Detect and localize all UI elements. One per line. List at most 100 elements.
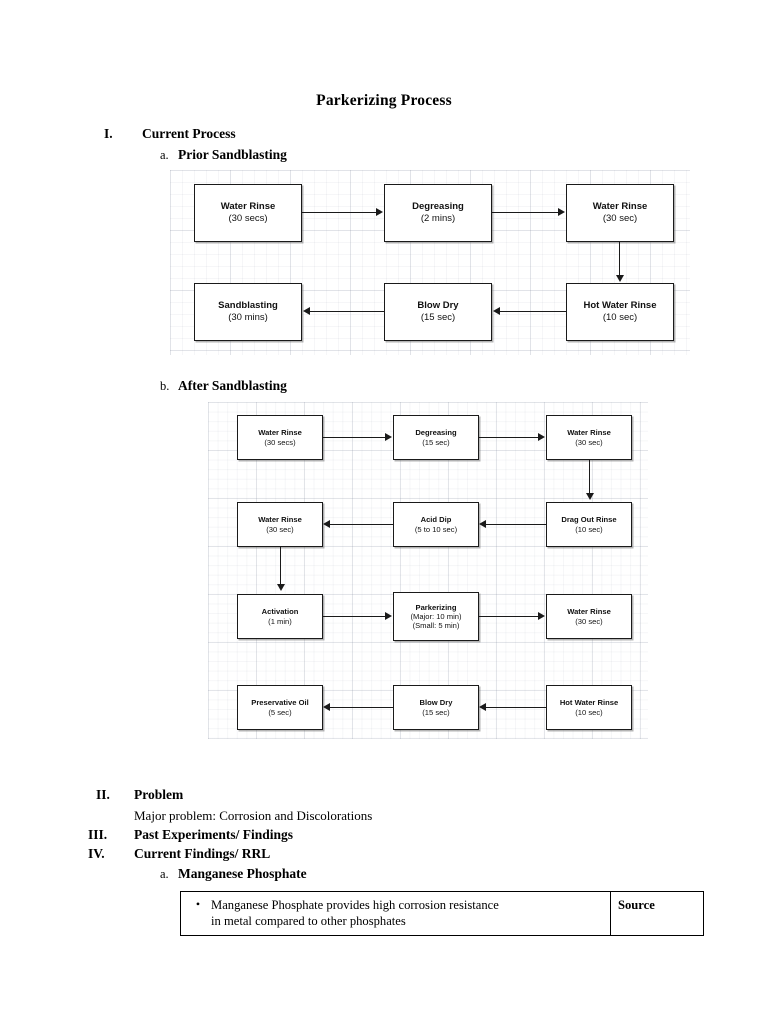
connector-a7-a8 [323,616,386,618]
node-title: Blow Dry [417,300,459,312]
node-duration: (15 sec) [422,707,450,717]
node-title: Degreasing [415,428,457,438]
connector-a8-a9 [479,616,539,618]
flow-node-preservative-oil: Preservative Oil (5 sec) [237,685,323,730]
arrowhead-a10-a11-icon [479,703,486,711]
outline-label-current-findings: Current Findings/ RRL [134,846,271,861]
connector-p2-p3 [492,212,559,214]
node-duration: (15 sec) [422,437,450,447]
findings-table: • Manganese Phosphate provides high corr… [180,890,704,937]
flow-node-degreasing: Degreasing (15 sec) [393,415,479,460]
node-duration: (1 min) [268,616,292,626]
node-title: Water Rinse [258,515,302,525]
bullet-icon: • [195,897,201,911]
outline-numeral-iii: III. [88,827,108,842]
node-title: Activation [261,607,299,617]
arrowhead-a5-a6-icon [323,520,330,528]
flow-node-hot-water-rinse: Hot Water Rinse (10 sec) [546,685,632,730]
flow-node-water-rinse-1: Water Rinse (30 secs) [237,415,323,460]
arrowhead-p4-p5-icon [493,307,500,315]
arrowhead-a6-a7-icon [277,584,285,591]
node-title: Acid Dip [420,515,452,525]
table-cell-source: Source [610,890,704,937]
arrowhead-a3-a4-icon [586,493,594,500]
arrowhead-a2-a3-icon [538,433,545,441]
subheading-marker-b: b. [160,379,170,393]
flow-node-degreasing: Degreasing (2 mins) [384,184,492,242]
node-title: Preservative Oil [251,698,309,708]
node-title: Sandblasting [218,300,278,312]
node-duration: (5 to 10 sec) [414,524,458,534]
node-duration: (30 sec) [575,616,603,626]
node-title: Hot Water Rinse [583,300,657,312]
subheading-label-prior-sandblasting: Prior Sandblasting [178,147,287,162]
node-title: Water Rinse [567,428,611,438]
table-cell-claim: • Manganese Phosphate provides high corr… [180,890,611,937]
flow-node-sandblasting: Sandblasting (30 mins) [194,283,302,341]
page-title: Parkerizing Process [316,92,452,109]
arrowhead-a11-a12-icon [323,703,330,711]
node-duration: (30 sec) [602,213,638,224]
connector-p3-p4 [619,242,621,276]
arrowhead-p3-p4-icon [616,275,624,282]
node-duration: (30 sec) [266,524,294,534]
flow-node-drag-out-rinse: Drag Out Rinse (10 sec) [546,502,632,547]
table-row: • Manganese Phosphate provides high corr… [180,890,704,937]
arrowhead-a4-a5-icon [479,520,486,528]
outline-numeral-iv: IV. [88,846,105,861]
outline-label-current-process: Current Process [142,126,236,141]
connector-a2-a3 [479,437,539,439]
arrowhead-a8-a9-icon [538,612,545,620]
connector-a11-a12 [330,707,393,709]
flow-node-blow-dry: Blow Dry (15 sec) [384,283,492,341]
flowchart-after-sandblasting: Water Rinse (30 secs) Degreasing (15 sec… [208,402,648,739]
outline-numeral-ii: II. [96,787,110,802]
node-title: Degreasing [412,201,464,213]
flow-node-water-rinse-3: Water Rinse (30 sec) [237,502,323,547]
claim-text: Manganese Phosphate provides high corros… [211,897,603,929]
arrowhead-a1-a2-icon [385,433,392,441]
node-duration-secondary: (Small: 5 min) [412,621,460,631]
flow-node-parkerizing: Parkerizing (Major: 10 min) (Small: 5 mi… [393,592,479,641]
subheading-label-after-sandblasting: After Sandblasting [178,378,287,393]
connector-a4-a5 [486,524,546,526]
node-duration: (10 sec) [575,524,603,534]
flow-node-water-rinse-4: Water Rinse (30 sec) [546,594,632,639]
node-duration: (10 sec) [575,707,603,717]
connector-a1-a2 [323,437,386,439]
flowchart-prior-sandblasting: Water Rinse (30 secs) Degreasing (2 mins… [170,170,690,355]
arrowhead-p5-p6-icon [303,307,310,315]
connector-p1-p2 [302,212,377,214]
flow-node-acid-dip: Acid Dip (5 to 10 sec) [393,502,479,547]
connector-p4-p5 [500,311,566,313]
node-title: Water Rinse [220,201,276,213]
outline-label-problem: Problem [134,787,184,802]
arrowhead-a7-a8-icon [385,612,392,620]
subheading-marker-a2: a. [160,867,169,881]
connector-a3-a4 [589,460,591,494]
connector-a10-a11 [486,707,546,709]
node-title: Drag Out Rinse [561,515,617,525]
subheading-label-manganese-phosphate: Manganese Phosphate [178,866,307,881]
node-duration: (2 mins) [420,213,456,224]
node-title: Hot Water Rinse [559,698,619,708]
claim-line-2: in metal compared to other phosphates [211,914,406,929]
problem-description: Major problem: Corrosion and Discolorati… [134,808,373,823]
node-duration: (15 sec) [420,312,456,323]
node-duration: (30 secs) [264,437,296,447]
arrowhead-p1-p2-icon [376,208,383,216]
flow-node-activation: Activation (1 min) [237,594,323,639]
flow-node-hot-water-rinse: Hot Water Rinse (10 sec) [566,283,674,341]
outline-numeral-i: I. [104,126,113,141]
flow-node-water-rinse-1: Water Rinse (30 secs) [194,184,302,242]
node-duration: (30 sec) [575,437,603,447]
subheading-marker-a: a. [160,148,169,162]
node-duration: (Major: 10 min) [410,611,462,621]
flow-node-blow-dry: Blow Dry (15 sec) [393,685,479,730]
outline-label-past-experiments: Past Experiments/ Findings [134,827,294,842]
connector-a6-a7 [280,547,282,585]
node-duration: (30 mins) [228,312,268,323]
node-title: Water Rinse [592,201,648,213]
claim-line-1: Manganese Phosphate provides high corros… [211,898,499,912]
